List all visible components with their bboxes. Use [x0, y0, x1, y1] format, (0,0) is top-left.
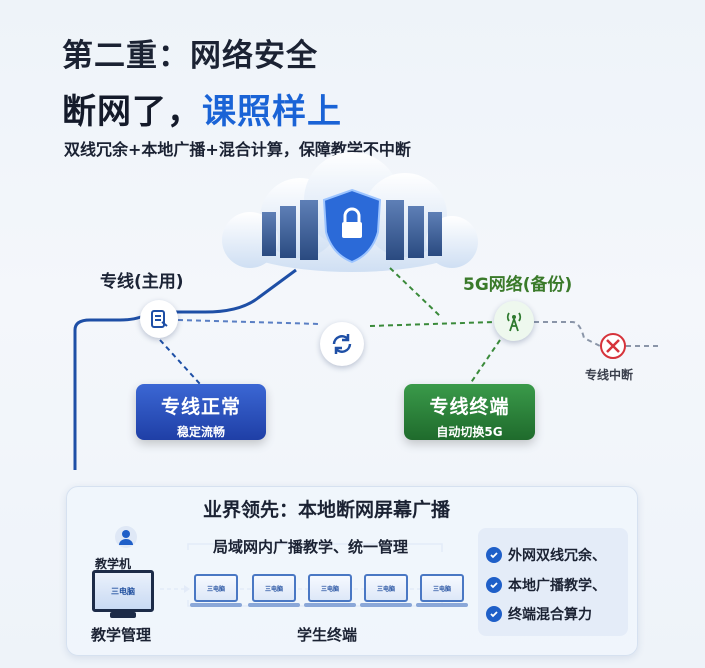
backup-line-label: 5G网络(备份): [463, 275, 573, 295]
student-laptop-icon: 三电脑: [194, 574, 238, 602]
student-laptop-icon: 三电脑: [308, 574, 352, 602]
disconnect-icon: [600, 333, 626, 359]
student-laptop-icon: 三电脑: [364, 574, 408, 602]
check-icon: [486, 547, 502, 563]
user-icon: [119, 530, 133, 545]
line-switch-title: 专线终端: [429, 396, 510, 418]
monitor-stand: [110, 612, 136, 618]
primary-line-label: 专线(主用): [100, 272, 184, 292]
headline: 断网了，课照样上: [62, 84, 342, 133]
refresh-icon: [332, 334, 352, 354]
line-normal-card: 专线正常 稳定流畅: [136, 384, 266, 440]
manage-label: 教学管理: [91, 626, 152, 644]
page-title: 第二重：网络安全: [62, 38, 318, 74]
teacher-avatar: [115, 526, 137, 548]
primary-line: [73, 268, 297, 470]
signal-tower-icon: [506, 312, 522, 332]
switch-node: [320, 322, 364, 366]
cloud-icon: [222, 152, 478, 272]
5g-node: [494, 301, 534, 341]
teacher-monitor-icon: 三电脑: [92, 570, 154, 612]
lan-label: 局域网内广播教学、统一管理: [213, 538, 409, 556]
leased-line-node: [140, 300, 178, 338]
line-normal-sub: 稳定流畅: [176, 425, 225, 439]
teacher-screen-text: 三电脑: [111, 586, 135, 596]
page-subtitle: 双线冗余+本地广播+混合计算，保障教学不中断: [64, 140, 411, 159]
check-icon: [486, 577, 502, 593]
student-laptop-icon: 三电脑: [252, 574, 296, 602]
shield-lock-icon: [322, 188, 382, 264]
line-normal-title: 专线正常: [160, 396, 241, 418]
break-label: 专线中断: [585, 368, 634, 382]
feature-item: 外网双线冗余、: [486, 545, 606, 565]
teacher-label: 教学机: [95, 557, 132, 571]
student-label: 学生终端: [297, 626, 358, 644]
check-icon: [486, 606, 502, 622]
headline-dark: 断网了，: [62, 92, 202, 132]
student-laptop-icon: 三电脑: [420, 574, 464, 602]
line-switch-sub: 自动切换5G: [436, 425, 503, 439]
network-card-icon: [151, 310, 168, 328]
feature-item: 本地广播教学、: [486, 575, 606, 595]
server-rack-icon: [262, 200, 442, 260]
headline-blue: 课照样上: [202, 92, 342, 132]
line-switch-card: 专线终端 自动切换5G: [404, 384, 535, 440]
panel-title: 业界领先：本地断网屏幕广播: [203, 499, 451, 521]
feature-item: 终端混合算力: [486, 604, 592, 624]
feature-list: [478, 528, 628, 636]
